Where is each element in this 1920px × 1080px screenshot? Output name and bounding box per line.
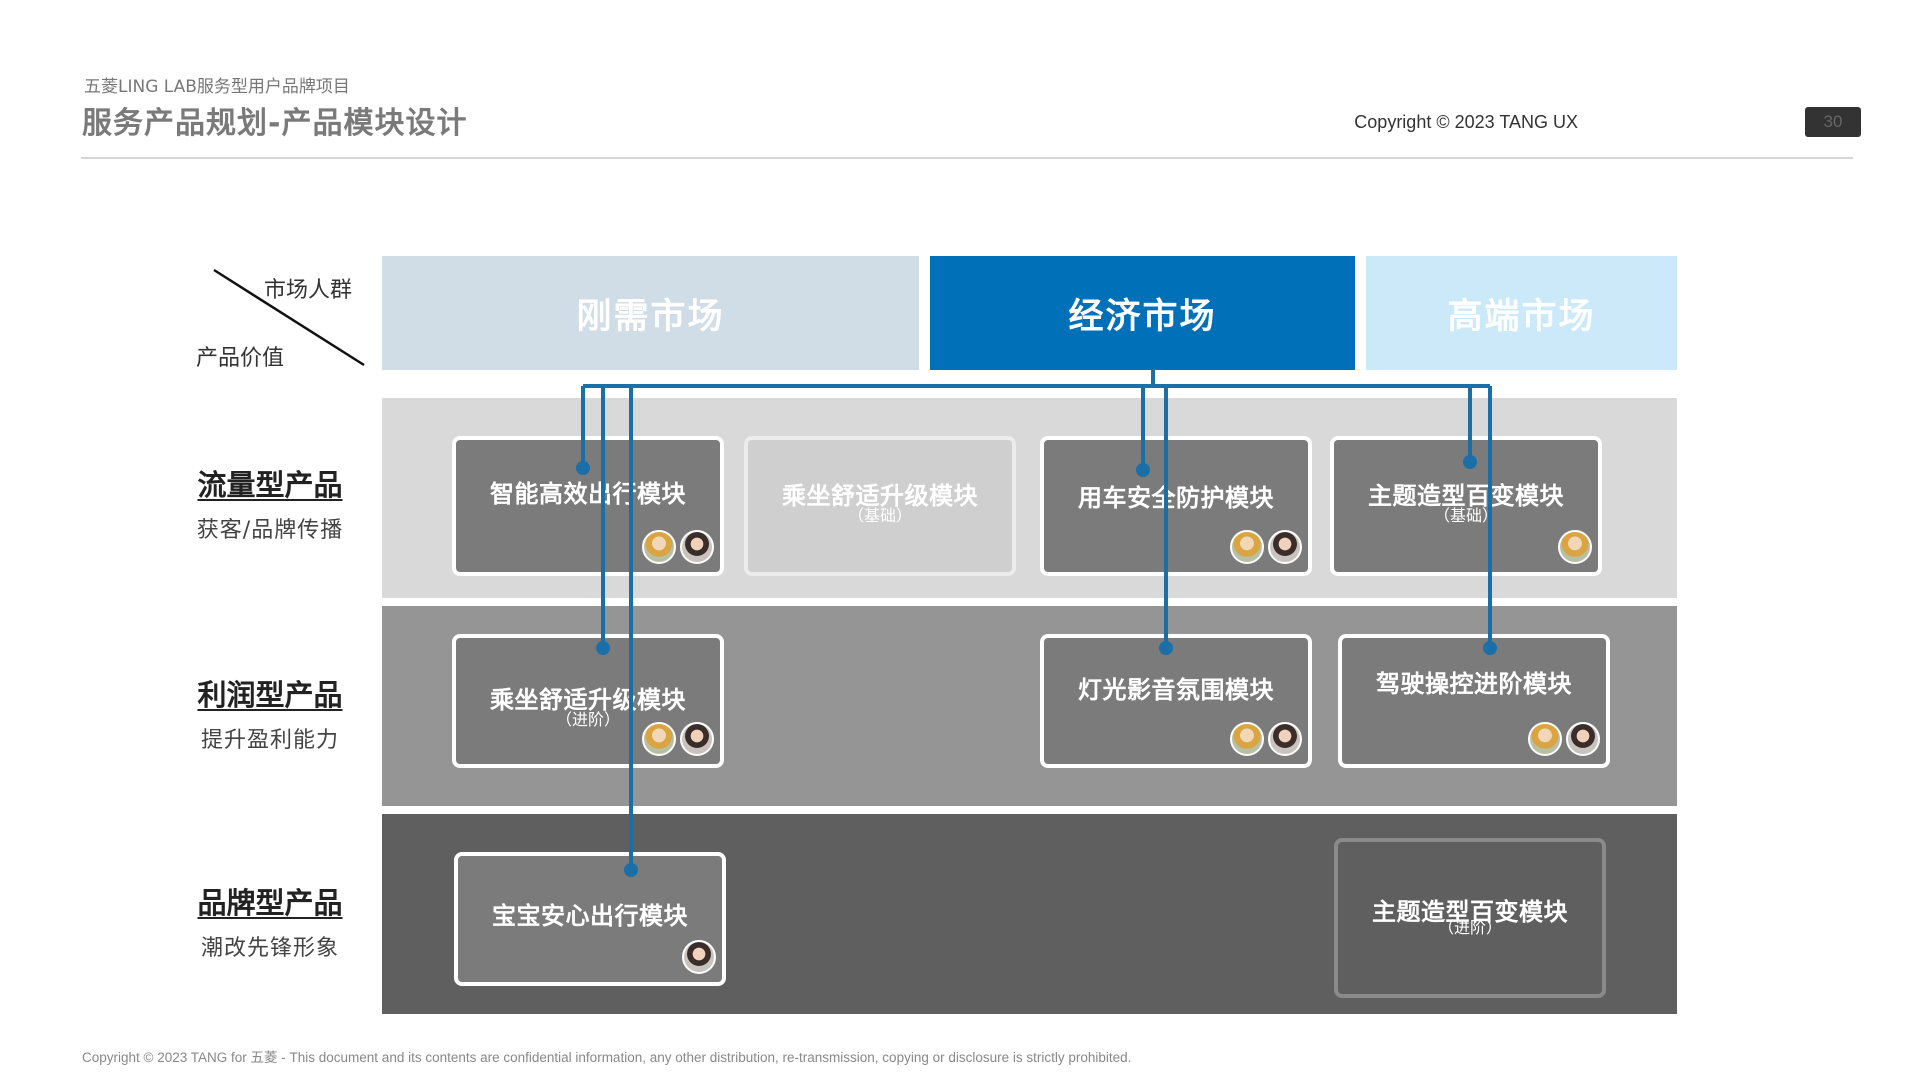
market-axis-label: 市场人群: [264, 278, 353, 303]
footer-disclaimer: Copyright © 2023 TANG for 五菱 - This docu…: [82, 1050, 1132, 1065]
row-label-traffic-subtitle: 获客/品牌传播: [196, 518, 344, 543]
module-comfort-basic-name: 乘坐舒适升级模块: [782, 482, 978, 510]
market-header-rigid-label: 刚需市场: [576, 296, 725, 337]
row-label-profit: 利润型产品 提升盈利能力: [160, 672, 380, 754]
module-theme-styling-basic-name: 主题造型百变模块: [1368, 482, 1564, 510]
module-smart-travel-name: 智能高效出行模块: [490, 480, 686, 508]
persona-avatar-icon: [642, 722, 676, 756]
persona-avatar-icon: [1230, 530, 1264, 564]
persona-avatar-icon: [1268, 722, 1302, 756]
module-theme-styling-advanced-name: 主题造型百变模块: [1372, 898, 1568, 926]
module-baby-travel-avatars: [682, 940, 716, 974]
persona-avatar-icon: [680, 530, 714, 564]
row-label-brand-title: 品牌型产品: [197, 886, 343, 920]
module-theme-styling-advanced[interactable]: 主题造型百变模块 （进阶）: [1334, 838, 1606, 998]
header-copyright: Copyright © 2023 TANG UX: [1354, 112, 1578, 132]
row-label-profit-title: 利润型产品: [197, 678, 343, 712]
header-divider: [81, 157, 1853, 159]
row-label-traffic: 流量型产品 获客/品牌传播: [160, 462, 380, 544]
persona-avatar-icon: [680, 722, 714, 756]
module-comfort-basic[interactable]: 乘坐舒适升级模块 （基础）: [744, 436, 1016, 576]
module-comfort-advanced[interactable]: 乘坐舒适升级模块 （进阶）: [452, 634, 724, 768]
module-driving-control-avatars: [1528, 722, 1600, 756]
module-theme-styling-basic-avatars: [1558, 530, 1592, 564]
project-subtitle: 五菱LING LAB服务型用户品牌项目: [84, 77, 350, 97]
module-comfort-advanced-tag: （进阶）: [555, 710, 620, 729]
module-comfort-advanced-name: 乘坐舒适升级模块: [490, 686, 686, 714]
row-label-profit-subtitle: 提升盈利能力: [200, 728, 339, 753]
persona-avatar-icon: [1268, 530, 1302, 564]
page-title: 服务产品规划-产品模块设计: [82, 106, 468, 141]
module-safety-protection[interactable]: 用车安全防护模块: [1040, 436, 1312, 576]
module-lighting-ambience[interactable]: 灯光影音氛围模块: [1040, 634, 1312, 768]
module-lighting-ambience-avatars: [1230, 722, 1302, 756]
persona-avatar-icon: [682, 940, 716, 974]
module-theme-styling-basic-tag: （基础）: [1433, 506, 1498, 525]
module-driving-control-name: 驾驶操控进阶模块: [1376, 670, 1572, 698]
module-theme-styling-advanced-tag: （进阶）: [1437, 918, 1502, 937]
module-driving-control[interactable]: 驾驶操控进阶模块: [1338, 634, 1610, 768]
persona-avatar-icon: [1566, 722, 1600, 756]
value-axis-label: 产品价值: [196, 346, 285, 371]
module-theme-styling-basic[interactable]: 主题造型百变模块 （基础）: [1330, 436, 1602, 576]
module-safety-protection-avatars: [1230, 530, 1302, 564]
module-smart-travel[interactable]: 智能高效出行模块: [452, 436, 724, 576]
module-baby-travel[interactable]: 宝宝安心出行模块: [454, 852, 726, 986]
persona-avatar-icon: [1558, 530, 1592, 564]
market-header-premium-label: 高端市场: [1447, 296, 1596, 337]
persona-avatar-icon: [1230, 722, 1264, 756]
persona-avatar-icon: [642, 530, 676, 564]
market-header-economy-label: 经济市场: [1068, 296, 1217, 337]
row-label-brand: 品牌型产品 潮改先锋形象: [160, 880, 380, 962]
module-baby-travel-name: 宝宝安心出行模块: [492, 902, 688, 930]
market-header-premium: 高端市场: [1366, 256, 1677, 370]
row-label-brand-subtitle: 潮改先锋形象: [200, 936, 339, 961]
module-comfort-basic-tag: （基础）: [847, 506, 912, 525]
module-lighting-ambience-name: 灯光影音氛围模块: [1078, 676, 1274, 704]
page-number-badge: 30: [1805, 107, 1861, 137]
module-smart-travel-avatars: [642, 530, 714, 564]
persona-avatar-icon: [1528, 722, 1562, 756]
module-comfort-advanced-avatars: [642, 722, 714, 756]
module-safety-protection-name: 用车安全防护模块: [1078, 484, 1274, 512]
market-header-rigid: 刚需市场: [382, 256, 919, 370]
row-label-traffic-title: 流量型产品: [197, 468, 343, 502]
market-header-economy: 经济市场: [930, 256, 1355, 370]
